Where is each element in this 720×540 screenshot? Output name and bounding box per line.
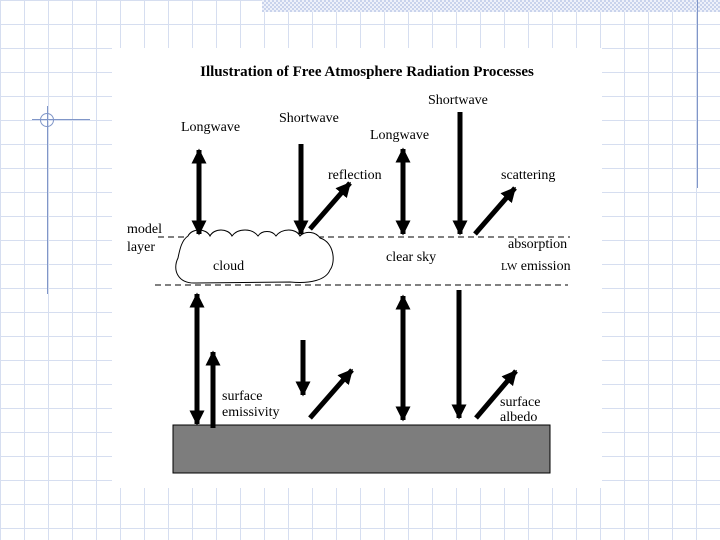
reflection-arrow — [308, 181, 352, 231]
label-lw-emission: LW emission — [501, 259, 571, 274]
label-cloud: cloud — [213, 259, 244, 274]
surface-ground — [172, 424, 551, 474]
scattering-arrow — [473, 186, 517, 236]
decor-line-left-vertical — [47, 106, 48, 294]
label-surface-left: surface — [222, 389, 262, 404]
label-albedo: albedo — [500, 410, 537, 425]
decor-line-left-horizontal — [32, 119, 90, 120]
label-reflection: reflection — [328, 168, 382, 183]
label-lw: LW — [501, 261, 518, 273]
label-layer: layer — [127, 240, 155, 255]
label-model: model — [127, 222, 162, 237]
diagram-title: Illustration of Free Atmosphere Radiatio… — [200, 64, 534, 80]
surface-albedo-arrow — [474, 369, 518, 420]
label-scattering: scattering — [501, 168, 555, 183]
decor-circle — [40, 113, 54, 127]
label-longwave-left: Longwave — [181, 120, 240, 135]
label-clear-sky: clear sky — [386, 250, 436, 265]
label-shortwave-left: Shortwave — [279, 111, 339, 126]
label-shortwave-right: Shortwave — [428, 93, 488, 108]
decor-line-right-vertical — [697, 0, 698, 188]
label-absorption: absorption — [508, 237, 567, 252]
cloud-shape — [175, 229, 334, 284]
label-emissivity: emissivity — [222, 405, 280, 420]
surface-reflection-arrow — [308, 368, 354, 420]
header-pattern-band — [262, 0, 720, 12]
label-longwave-mid: Longwave — [370, 128, 429, 143]
label-surface-right: surface — [500, 395, 540, 410]
label-emission: emission — [517, 259, 570, 274]
